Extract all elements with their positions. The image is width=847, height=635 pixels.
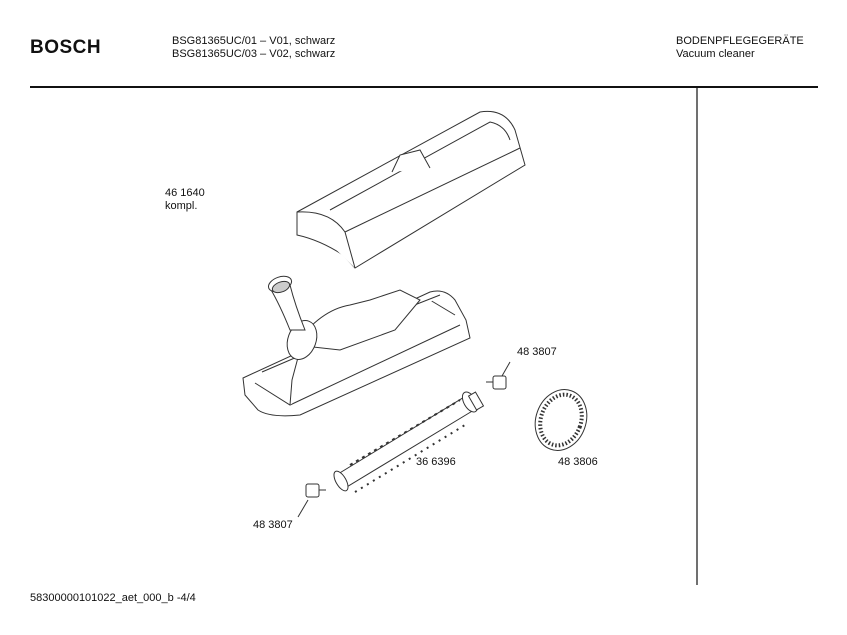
assembly-note: kompl. <box>165 200 198 212</box>
base-housing-part <box>242 275 471 417</box>
model-line-2: BSG81365UC/03 – V02, schwarz <box>172 48 336 60</box>
model-line-1: BSG81365UC/01 – V01, schwarz <box>172 35 336 47</box>
part-label-end-cap-right: 48 3807 <box>517 346 557 358</box>
document-id: 58300000101022_aet_000_b -4/4 <box>30 592 196 604</box>
end-cap-right-part <box>486 361 511 390</box>
part-label-brush-roll: 36 6396 <box>416 456 456 468</box>
part-label-end-cap-left: 48 3807 <box>253 519 293 531</box>
part-label-belt: 48 3806 <box>558 456 598 468</box>
brush-roll-part <box>333 391 485 493</box>
category-german: BODENPFLEGEGERÄTE <box>676 35 804 47</box>
bosch-logo: BOSCH <box>30 37 102 58</box>
assembly-part-number: 46 1640 <box>165 187 205 199</box>
end-cap-left-part <box>297 483 326 518</box>
belt-part <box>534 389 588 451</box>
cover-part <box>296 110 526 269</box>
category-english: Vacuum cleaner <box>676 48 755 60</box>
